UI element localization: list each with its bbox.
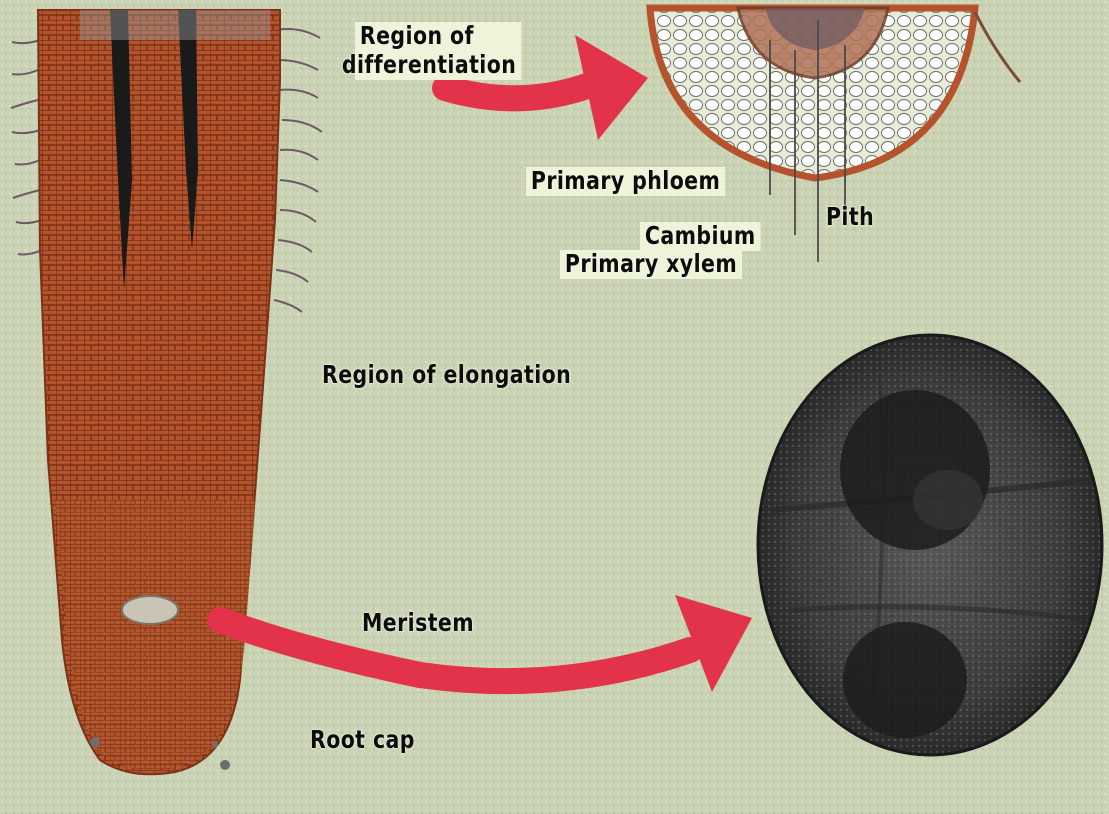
label-region-of-differentiation: Region of differentiation (355, 22, 521, 80)
meristem-cell-micrograph (758, 335, 1102, 755)
label-pith: Pith (826, 203, 874, 232)
label-meristem: Meristem (362, 609, 474, 638)
label-primary-xylem: Primary xylem (560, 250, 742, 279)
label-differentiation-line1: Region of (360, 22, 516, 51)
label-cambium: Cambium (640, 222, 761, 251)
label-root-cap: Root cap (310, 726, 415, 755)
label-differentiation-line2: differentiation (342, 51, 516, 80)
label-region-of-elongation: Region of elongation (322, 361, 571, 390)
label-primary-phloem: Primary phloem (526, 167, 725, 196)
